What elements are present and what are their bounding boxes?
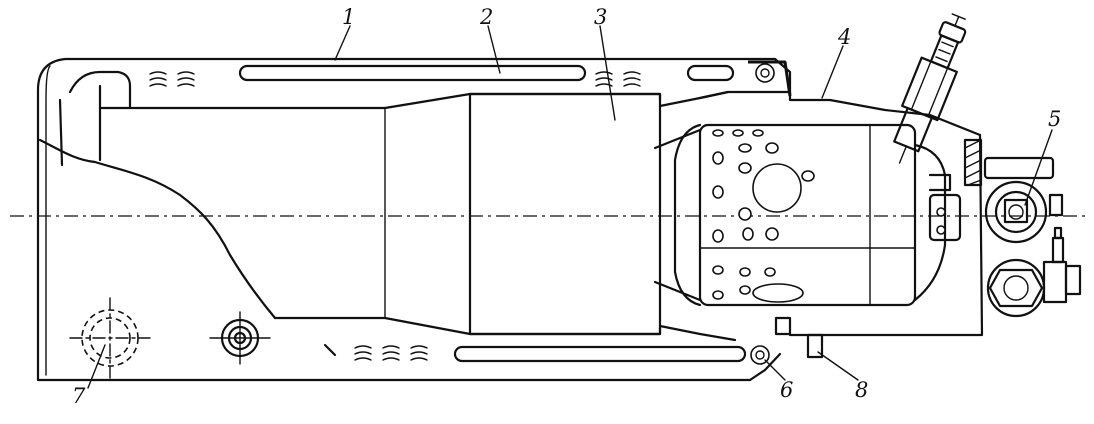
mounting-hole-dashed [69,297,151,379]
callout-6: 6 [780,378,793,402]
callout-8: 8 [855,378,868,402]
burner-head [653,90,982,307]
cooling-slot-top [149,64,735,87]
seal-ring-top [748,60,792,97]
leader-lines [87,25,1053,389]
fuel-valve-lower [986,226,1082,318]
spark-plug-icon [893,13,967,164]
end-plate [788,133,984,337]
callouts: 1 2 3 4 5 6 7 8 [72,5,1061,408]
cooling-slot-bottom [323,343,747,363]
callout-5: 5 [1048,107,1061,131]
callout-7: 7 [72,384,86,408]
drain-fitting [774,316,824,359]
callout-2: 2 [479,5,493,29]
flame-tube [58,70,737,342]
callout-4: 4 [837,25,851,49]
callout-1: 1 [342,5,355,29]
mounting-hole [209,311,271,365]
callout-3: 3 [594,5,607,29]
fuel-valve-upper [983,156,1064,244]
seal-ring-bottom [750,345,770,365]
liner-section-3 [468,92,662,336]
outer-casing [36,57,792,382]
burner-holes [712,129,815,300]
